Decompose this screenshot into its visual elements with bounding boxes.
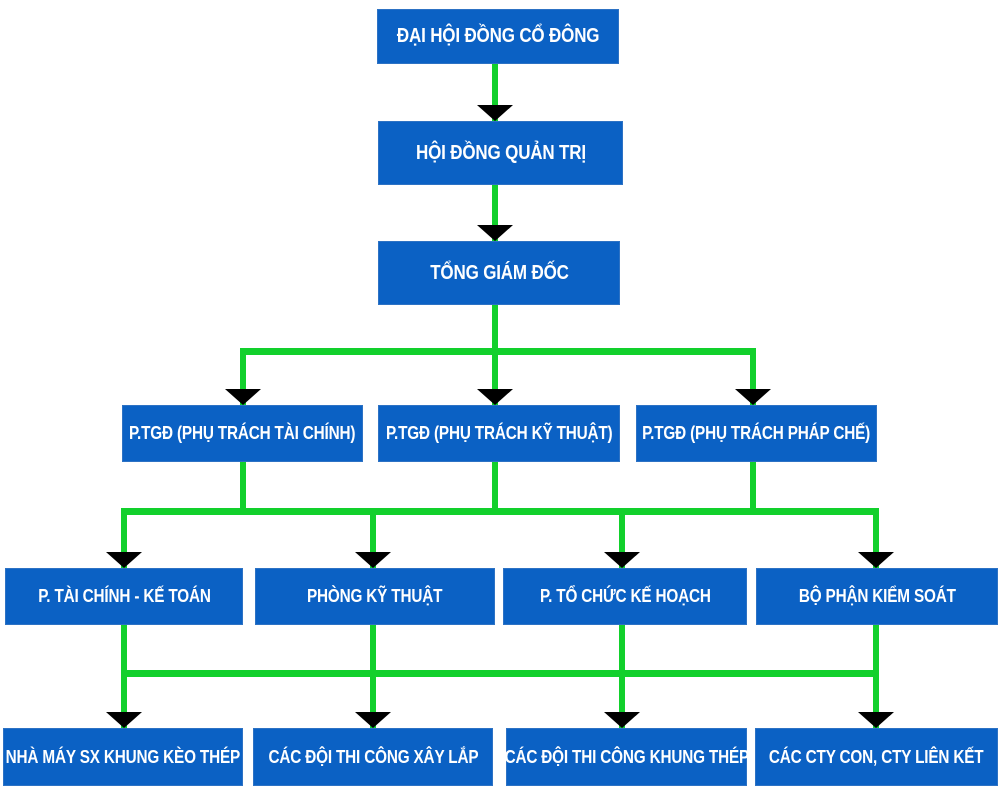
connector-line [370, 515, 376, 568]
org-node-cac-cty-con-cty-lien-ket: CÁC CTY CON, CTY LIÊN KẾT [755, 728, 998, 786]
connector-line [492, 185, 498, 241]
connector-bus-level4 [121, 670, 879, 677]
org-node-label: TỔNG GIÁM ĐỐC [429, 261, 569, 284]
connector-line [492, 462, 498, 515]
org-node-phong-ky-thuat: PHÒNG KỸ THUẬT [255, 568, 495, 625]
org-node-tong-giam-doc: TỔNG GIÁM ĐỐC [378, 241, 620, 305]
arrowhead-down-icon [477, 389, 513, 405]
connector-bus-level2 [240, 348, 756, 355]
org-node-cac-doi-thi-cong-khung-thep: CÁC ĐỘI THI CÔNG KHUNG THÉP [504, 728, 749, 786]
org-node-label: PHÒNG KỸ THUẬT [307, 586, 443, 606]
org-node-nha-may-sx-khung-keo-thep: NHÀ MÁY SX KHUNG KÈO THÉP [3, 728, 243, 786]
org-node-ptgd-tai-chinh: P.TGĐ (PHỤ TRÁCH TÀI CHÍNH) [122, 405, 363, 462]
connector-line [492, 305, 498, 355]
org-node-p-to-chuc-ke-hoach: P. TỔ CHỨC KẾ HOẠCH [503, 568, 747, 625]
connector-line [240, 462, 246, 515]
org-node-label: P.TGĐ (PHỤ TRÁCH PHÁP CHẾ) [642, 423, 871, 443]
org-node-p-tai-chinh-ke-toan: P. TÀI CHÍNH - KẾ TOÁN [5, 568, 243, 625]
org-node-label: CÁC ĐỘI THI CÔNG KHUNG THÉP [504, 746, 749, 767]
arrowhead-down-icon [106, 712, 142, 728]
org-node-label: CÁC ĐỘI THI CÔNG XÂY LẮP [268, 746, 478, 767]
arrowhead-down-icon [477, 225, 513, 241]
org-node-label: P. TÀI CHÍNH - KẾ TOÁN [37, 586, 211, 606]
connector-line [750, 462, 756, 515]
connector-line [240, 348, 246, 405]
arrowhead-down-icon [858, 552, 894, 568]
arrowhead-down-icon [604, 712, 640, 728]
org-node-label: ĐẠI HỘI ĐỒNG CỔ ĐÔNG [396, 25, 600, 47]
org-node-label: NHÀ MÁY SX KHUNG KÈO THÉP [5, 746, 241, 767]
org-node-ptgd-phap-che: P.TGĐ (PHỤ TRÁCH PHÁP CHẾ) [636, 405, 877, 462]
connector-line [121, 625, 127, 728]
org-node-label: P.TGĐ (PHỤ TRÁCH KỸ THUẬT) [385, 423, 613, 443]
arrowhead-down-icon [477, 105, 513, 121]
connector-line [873, 508, 879, 568]
connector-line [619, 625, 625, 728]
connector-line [492, 355, 498, 405]
arrowhead-down-icon [106, 552, 142, 568]
org-node-label: CÁC CTY CON, CTY LIÊN KẾT [769, 746, 984, 767]
connector-line [619, 515, 625, 568]
connector-line [492, 64, 498, 121]
connector-line [370, 625, 376, 728]
connector-line [121, 508, 127, 568]
arrowhead-down-icon [604, 552, 640, 568]
connector-bus-level3 [121, 508, 879, 515]
org-node-bo-phan-kiem-soat: BỘ PHẬN KIỂM SOÁT [756, 568, 998, 625]
org-node-ptgd-ky-thuat: P.TGĐ (PHỤ TRÁCH KỸ THUẬT) [378, 405, 620, 462]
arrowhead-down-icon [225, 389, 261, 405]
org-node-label: P. TỔ CHỨC KẾ HOẠCH [539, 586, 711, 606]
arrowhead-down-icon [735, 389, 771, 405]
org-node-dai-hoi-dong-co-dong: ĐẠI HỘI ĐỒNG CỔ ĐÔNG [377, 9, 619, 64]
org-node-label: HỘI ĐỒNG QUẢN TRỊ [415, 141, 586, 164]
org-node-label: BỘ PHẬN KIỂM SOÁT [798, 586, 956, 606]
connector-line [873, 625, 879, 728]
arrowhead-down-icon [355, 552, 391, 568]
arrowhead-down-icon [858, 712, 894, 728]
org-node-hoi-dong-quan-tri: HỘI ĐỒNG QUẢN TRỊ [378, 121, 623, 185]
org-node-label: P.TGĐ (PHỤ TRÁCH TÀI CHÍNH) [129, 423, 356, 443]
arrowhead-down-icon [355, 712, 391, 728]
connector-line [750, 348, 756, 405]
org-node-cac-doi-thi-cong-xay-lap: CÁC ĐỘI THI CÔNG XÂY LẮP [253, 728, 493, 786]
